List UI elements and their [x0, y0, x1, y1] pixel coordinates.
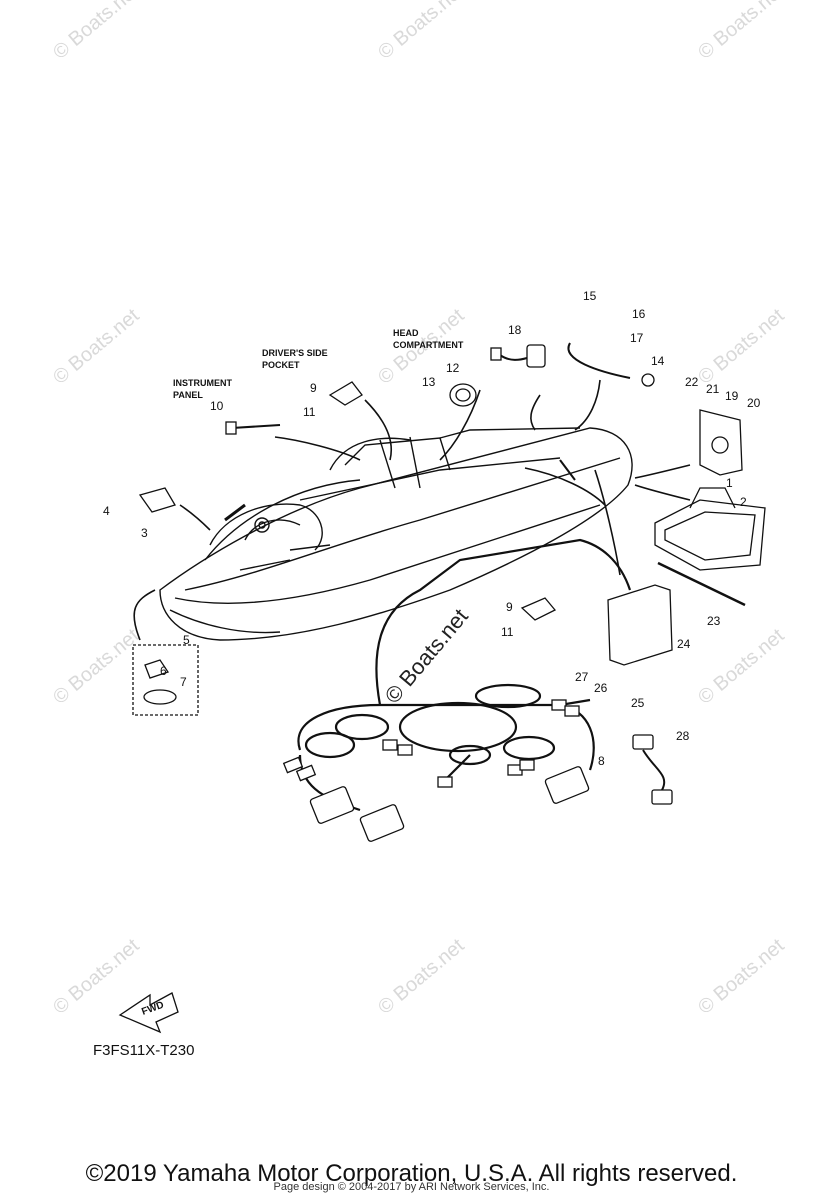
connectors	[282, 699, 673, 842]
caption-instrument-panel: INSTRUMENT	[173, 378, 232, 388]
caption-instrument-panel: PANEL	[173, 390, 203, 400]
watermark: © Boats.net	[694, 0, 789, 64]
part-number: 17	[630, 331, 644, 345]
part-number: 22	[685, 375, 699, 389]
part-number: 13	[422, 375, 436, 389]
part-number: 5	[183, 633, 190, 647]
part-number: 1	[726, 476, 733, 490]
part-number: 6	[160, 664, 167, 678]
caption-drivers-side-pocket: POCKET	[262, 360, 300, 370]
part-number: 20	[747, 396, 761, 410]
part-number: 7	[180, 675, 187, 689]
part-number: 10	[210, 399, 224, 413]
part-number: 19	[725, 389, 739, 403]
part-number: 25	[631, 696, 645, 710]
part-number: 16	[632, 307, 646, 321]
wire-harness	[297, 538, 632, 812]
part-number: 28	[676, 729, 690, 743]
caption-drivers-side-pocket: DRIVER'S SIDE	[262, 348, 328, 358]
location-captions: INSTRUMENT PANEL DRIVER'S SIDE POCKET HE…	[140, 328, 464, 1018]
components	[118, 342, 766, 1034]
watermark: © Boats.net	[374, 0, 469, 64]
part-number: 4	[103, 504, 110, 518]
watermark: © Boats.net	[49, 624, 144, 708]
watermark: © Boats.net	[49, 934, 144, 1018]
part-number: 14	[651, 354, 665, 368]
caption-head-compartment: HEAD	[393, 328, 419, 338]
caption-head-compartment: COMPARTMENT	[393, 340, 464, 350]
part-number: 2	[740, 495, 747, 509]
watermark: © Boats.net	[49, 304, 144, 388]
watermark: © Boats.net	[694, 304, 789, 388]
copyright-notice: ©2019 Yamaha Motor Corporation, U.S.A. A…	[85, 1160, 738, 1187]
part-number: 27	[575, 670, 589, 684]
watermark: © Boats.net	[694, 624, 789, 708]
watermark: © Boats.net	[694, 934, 789, 1018]
part-labels: 1 2 3 4 5 6 7 8 9 10 11 12 13 14 15 16 1…	[103, 289, 761, 768]
part-number: 9	[506, 600, 513, 614]
watermark-center: © Boats.net	[380, 604, 473, 708]
part-number: 24	[677, 637, 691, 651]
part-number: 11	[501, 625, 514, 639]
part-number: 3	[141, 526, 148, 540]
part-number: 8	[598, 754, 605, 768]
part-number: 9	[310, 381, 317, 395]
part-number: 21	[706, 382, 720, 396]
diagram-code: F3FS11X-T230	[93, 1042, 195, 1059]
part-number: 12	[446, 361, 460, 375]
part-number: 11	[303, 405, 316, 419]
page-design-credit: Page design © 2004-2017 by ARI Network S…	[273, 1181, 550, 1193]
part-number: 23	[707, 614, 721, 628]
part-number: 15	[583, 289, 597, 303]
watermark: © Boats.net	[49, 0, 144, 64]
part-number: 18	[508, 323, 522, 337]
leader-arrows	[133, 379, 691, 641]
part-number: 26	[594, 681, 608, 695]
watermark: © Boats.net	[374, 934, 469, 1018]
